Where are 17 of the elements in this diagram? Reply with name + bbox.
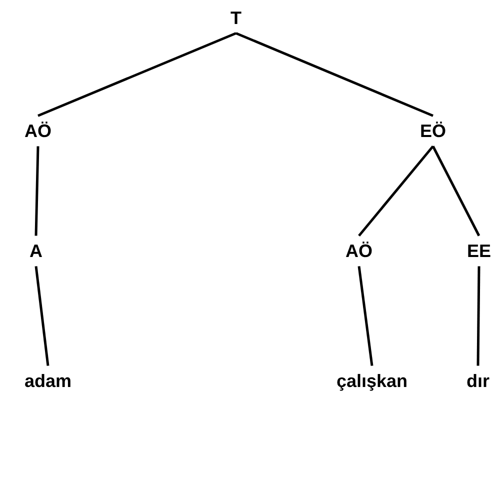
tree-node-label: adam — [24, 370, 72, 392]
tree-branch-line — [34, 146, 40, 236]
tree-node-label: A — [30, 240, 42, 262]
tree-branch-line — [34, 266, 50, 366]
tree-node-label: EE — [467, 240, 491, 262]
tree-node-label: dır — [466, 370, 490, 392]
tree-node-label: T — [230, 6, 242, 30]
tree-branch-line — [236, 32, 434, 117]
tree-node-label: EÖ — [420, 120, 446, 142]
tree-branch-line — [476, 266, 480, 366]
tree-node-label: AÖ — [346, 240, 372, 262]
tree-branch-line — [432, 146, 480, 236]
tree-branch-line — [38, 32, 236, 117]
tree-node-label: çalışkan — [336, 370, 408, 392]
tree-branch-line — [358, 266, 374, 366]
tree-branch-line — [358, 145, 434, 237]
tree-node-label: AÖ — [24, 120, 52, 142]
